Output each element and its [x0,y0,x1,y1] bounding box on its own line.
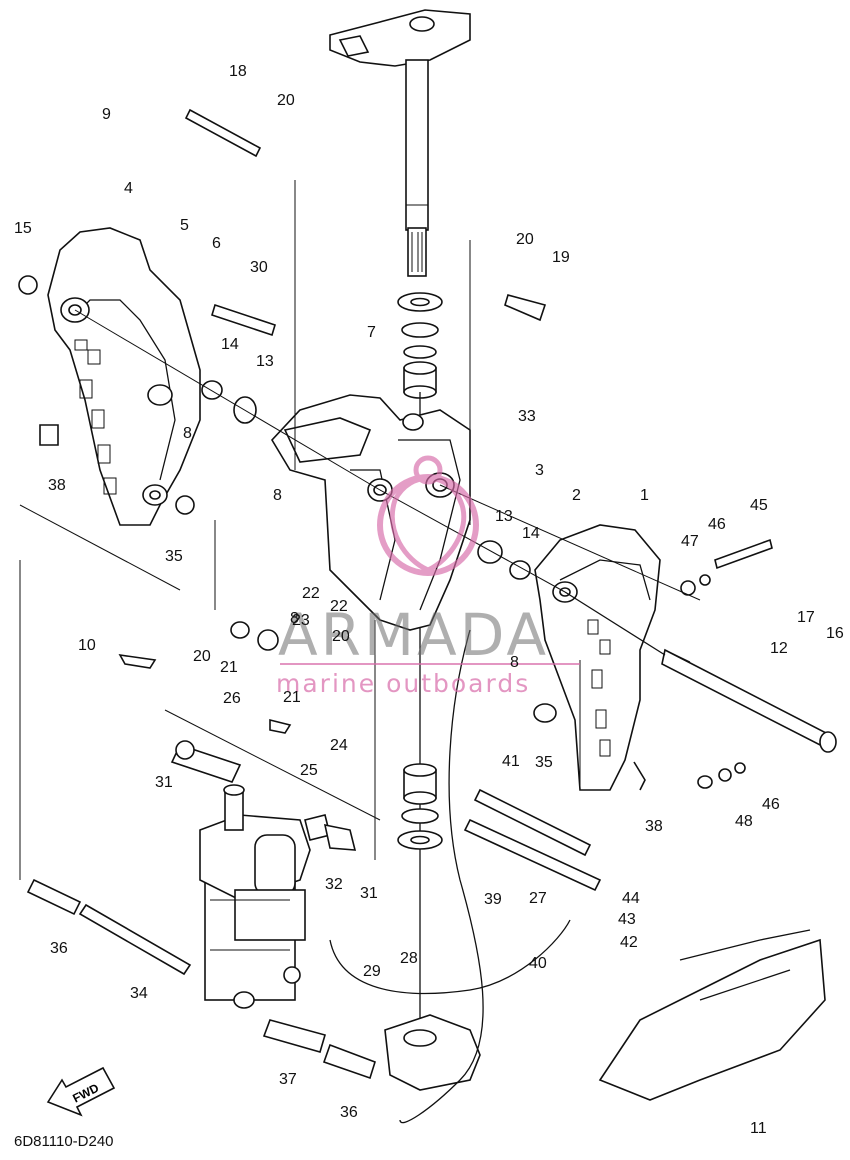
callout-label: 46 [708,516,726,533]
callout-label: 31 [155,774,173,791]
callout-label: 8 [273,487,282,504]
callout-label: 22 [302,585,320,602]
callout-label: 45 [750,497,768,514]
wire-harness [329,629,571,1124]
callout-label: 21 [220,659,238,676]
callout-label: 10 [78,637,96,654]
callout-label: 38 [48,477,66,494]
hardware [18,108,773,791]
callout-label: 47 [681,533,699,550]
watermark-emblem [377,455,479,576]
callout-label: 20 [193,648,211,665]
callout-label: 30 [250,259,268,276]
reference-lines [19,180,701,880]
callout-label: 43 [618,911,636,928]
tilt-cylinder-assembly [199,784,311,1009]
watermark-tagline: marine outboards [276,669,530,698]
callout-label: 41 [502,753,520,770]
callout-label: 29 [363,963,381,980]
callout-label: 22 [330,598,348,615]
callout-label: 21 [283,689,301,706]
callout-label: 7 [367,324,376,341]
callout-label: 2 [572,487,581,504]
callout-label: 36 [50,940,68,957]
callout-label: 14 [221,336,239,353]
callout-labels: 1234567888891011121313141415161718192020… [14,63,844,1137]
callout-label: 35 [535,754,553,771]
callout-label: 6 [212,235,221,252]
callout-label: 27 [529,890,547,907]
callout-label: 33 [518,408,536,425]
callout-label: 24 [330,737,348,754]
watermark-brand: ARMADA [278,601,549,669]
callout-label: 40 [529,955,547,972]
callout-label: 5 [180,217,189,234]
callout-label: 1 [640,487,649,504]
lower-mount-arm [384,1014,481,1091]
drawing-code: 6D81110-D240 [14,1133,114,1150]
callout-label: 13 [495,508,513,525]
fwd-arrow: FWD [46,1066,116,1117]
callout-label: 25 [300,762,318,779]
clamp-bracket-right [534,524,661,791]
clamp-bracket-left [47,227,201,526]
callout-label: 23 [292,612,310,629]
callout-label: 28 [400,950,418,967]
callout-label: 8 [183,425,192,442]
callout-label: 19 [552,249,570,266]
steering-shaft [329,9,471,277]
callout-label: 12 [770,640,788,657]
callout-label: 37 [279,1071,297,1088]
callout-label: 13 [256,353,274,370]
callout-label: 8 [510,654,519,671]
callout-label: 4 [124,180,133,197]
callout-label: 15 [14,220,32,237]
callout-label: 20 [516,231,534,248]
callout-label: 14 [522,525,540,542]
lower-cover [598,929,826,1101]
callout-label: 3 [535,462,544,479]
callout-label: 11 [750,1120,767,1137]
callout-label: 44 [622,890,640,907]
watermark: ARMADA marine outboards [276,455,580,698]
through-tube [564,591,837,753]
callout-label: 46 [762,796,780,813]
callout-label: 31 [360,885,378,902]
callout-label: 20 [277,92,295,109]
callout-label: 16 [826,625,844,642]
shaft-washers-bushings [397,292,443,1040]
callout-label: 34 [130,985,148,1002]
callout-label: 18 [229,63,247,80]
callout-label: 38 [645,818,663,835]
callout-label: 20 [332,628,350,645]
callout-label: 36 [340,1104,358,1121]
callout-label: 32 [325,876,343,893]
callout-label: 39 [484,891,502,908]
slide-plates [463,788,602,892]
shafts-and-bushings [26,744,376,1080]
callout-label: 48 [735,813,753,830]
callout-label: 9 [102,106,111,123]
callout-label: 35 [165,548,183,565]
callout-label: 26 [223,690,241,707]
callout-label: 42 [620,934,638,951]
callout-label: 17 [797,609,815,626]
callout-label: 8 [290,610,299,627]
